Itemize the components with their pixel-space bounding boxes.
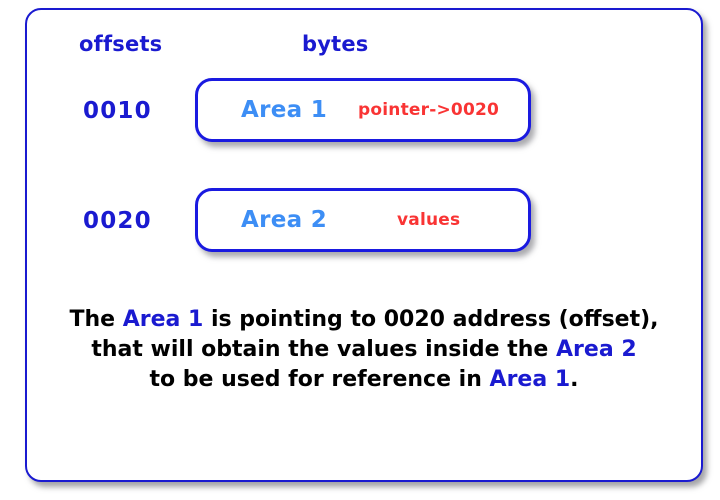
caption-line1-text-a: The	[69, 307, 123, 332]
caption-line-1: The Area 1 is pointing to 0020 address (…	[27, 305, 701, 335]
caption-line1-text-b: is pointing to 0020 address (offset),	[203, 307, 659, 332]
caption-line2-highlight: Area 2	[556, 337, 637, 362]
memory-area-label: Area 1	[241, 97, 328, 123]
caption-line-2: that will obtain the values inside the A…	[27, 335, 701, 365]
column-header-bytes: bytes	[302, 32, 369, 56]
memory-offset-label: 0020	[83, 208, 152, 234]
memory-row: 0020 Area 2 values	[27, 188, 701, 254]
caption-line2-text-a: that will obtain the values inside the	[91, 337, 557, 362]
memory-offset-label: 0010	[83, 98, 152, 124]
memory-area-box[interactable]: Area 2 values	[195, 188, 531, 252]
caption-line3-text-b: .	[570, 367, 579, 392]
caption-line3-text-a: to be used for reference in	[149, 367, 490, 392]
memory-area-box[interactable]: Area 1 pointer->0020	[195, 78, 531, 142]
caption-line3-highlight: Area 1	[489, 367, 571, 392]
diagram-caption: The Area 1 is pointing to 0020 address (…	[27, 305, 701, 395]
memory-area-note: values	[397, 210, 461, 230]
caption-line1-highlight: Area 1	[122, 307, 204, 332]
memory-area-note: pointer->0020	[358, 100, 500, 120]
memory-row: 0010 Area 1 pointer->0020	[27, 78, 701, 144]
column-header-offsets: offsets	[79, 32, 163, 56]
memory-area-label: Area 2	[241, 207, 328, 233]
caption-line-3: to be used for reference in Area 1.	[27, 365, 701, 395]
diagram-card: offsets bytes 0010 Area 1 pointer->0020 …	[25, 8, 703, 482]
